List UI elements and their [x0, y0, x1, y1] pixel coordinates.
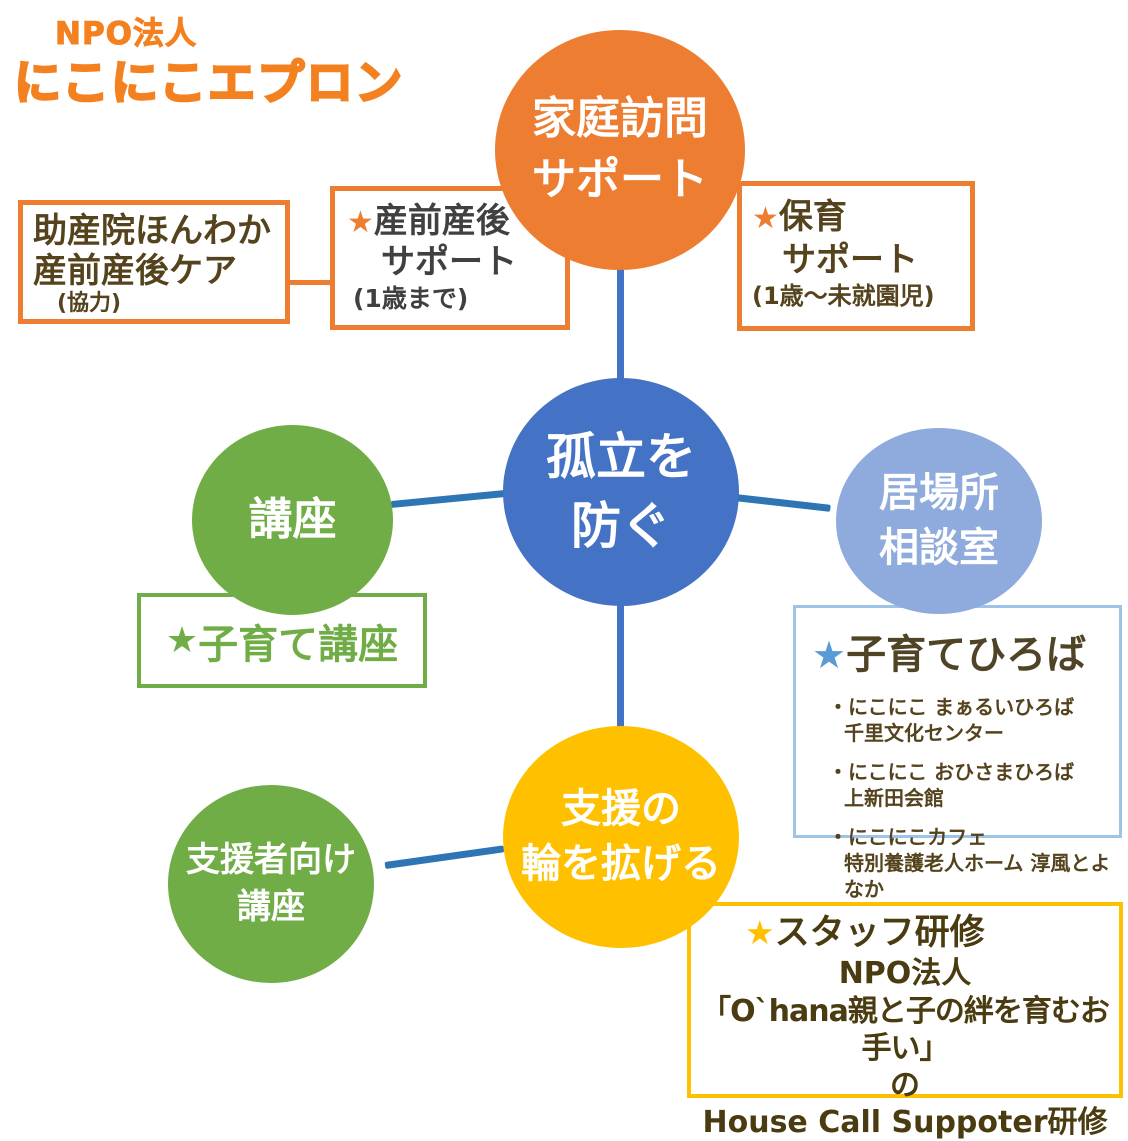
hiroba-item-name: ・にこにこカフェ	[828, 825, 988, 849]
node-label-line: 居場所	[879, 469, 999, 516]
logo-org-type: NPO法人	[54, 16, 198, 53]
midwife-note: (協力)	[57, 291, 122, 317]
box-staff-training: ★スタッフ研修 NPO法人 「O`hana親と子の絆を育むお手い」 の Hous…	[687, 902, 1123, 1140]
staff-training-line3: の	[890, 1067, 920, 1103]
list-item: ・にこにこカフェ 特別養護老人ホーム 淳風とよなか	[828, 824, 1119, 902]
box-parenting-class: ★子育て講座	[137, 593, 427, 688]
childcare-line2: サポート	[782, 239, 918, 280]
node-place-consultation: 居場所 相談室	[836, 428, 1042, 614]
prenatal-note: (1歳まで)	[353, 283, 469, 313]
hiroba-item-place: 千里文化センター	[844, 721, 1004, 745]
connector-left-diagonal-line	[390, 490, 505, 508]
node-label-line: 孤立を	[546, 428, 696, 486]
midwife-line2: 産前産後ケア	[33, 251, 237, 292]
childcare-note: (1歳～未就園児)	[752, 282, 935, 310]
star-icon: ★	[165, 620, 199, 661]
connector-bottom-vertical-line	[617, 604, 624, 728]
hiroba-item-place: 特別養護老人ホーム 淳風とよなか	[844, 851, 1111, 901]
node-label-line: 支援の	[561, 785, 681, 832]
connector-top-vertical-line	[617, 266, 624, 382]
prenatal-title: 産前産後	[373, 201, 510, 241]
node-label-line: 講座	[237, 887, 305, 927]
connector-right-diagonal-line	[734, 494, 831, 512]
parenting-class-title: 子育て講座	[198, 621, 399, 668]
node-label-line: 輪を拡げる	[521, 841, 721, 887]
node-lectures: 講座	[192, 425, 393, 615]
prenatal-line2: サポート	[381, 242, 517, 283]
list-item: ・にこにこ おひさまひろば 上新田会館	[828, 759, 1119, 811]
hiroba-item-place: 上新田会館	[844, 786, 944, 810]
node-label-line: 防ぐ	[571, 497, 671, 555]
node-expand-support-circle: 支援の 輪を拡げる	[503, 726, 739, 948]
list-item: ・にこにこ まぁるいひろば 千里文化センター	[828, 694, 1119, 746]
node-label-line: サポート	[532, 154, 708, 205]
logo-name: にこにこエプロン	[13, 55, 405, 113]
staff-training-title: スタッフ研修	[774, 913, 985, 953]
node-home-visit-support: 家庭訪問 サポート	[495, 30, 745, 270]
node-label-line: 家庭訪問	[532, 93, 708, 145]
star-icon: ★	[745, 913, 775, 952]
staff-training-line1: NPO法人	[838, 956, 972, 992]
star-icon: ★	[812, 633, 847, 677]
childcare-title: 保育	[778, 197, 847, 237]
hiroba-title: 子育てひろば	[846, 632, 1087, 678]
box-midwife-care: 助産院ほんわか 産前産後ケア (協力)	[18, 200, 290, 324]
staff-training-line2: 「O`hana親と子の絆を育むお手い」	[701, 993, 1110, 1066]
connector-bottomleft-diagonal-line	[384, 845, 505, 869]
star-icon: ★	[347, 205, 374, 240]
box-childcare-support: ★保育 サポート (1歳～未就園児)	[737, 181, 975, 331]
box-kosodate-hiroba: ★子育てひろば ・にこにこ まぁるいひろば 千里文化センター ・にこにこ おひさ…	[793, 605, 1122, 901]
hiroba-list: ・にこにこ まぁるいひろば 千里文化センター ・にこにこ おひさまひろば 上新田…	[812, 694, 1119, 902]
hiroba-item-name: ・にこにこ まぁるいひろば	[828, 695, 1075, 719]
node-prevent-isolation: 孤立を 防ぐ	[503, 378, 739, 606]
star-icon: ★	[752, 201, 779, 236]
node-supporter-lectures: 支援者向け 講座	[168, 785, 374, 983]
staff-training-line4: House Call Suppoter研修	[702, 1105, 1108, 1141]
node-label-line: 講座	[248, 493, 337, 545]
midwife-line1: 助産院ほんわか	[33, 211, 271, 251]
node-label-line: 支援者向け	[186, 840, 356, 881]
node-label-line: 相談室	[879, 525, 999, 571]
hiroba-item-name: ・にこにこ おひさまひろば	[828, 760, 1075, 784]
connector-midwife-orange-line	[288, 280, 332, 285]
